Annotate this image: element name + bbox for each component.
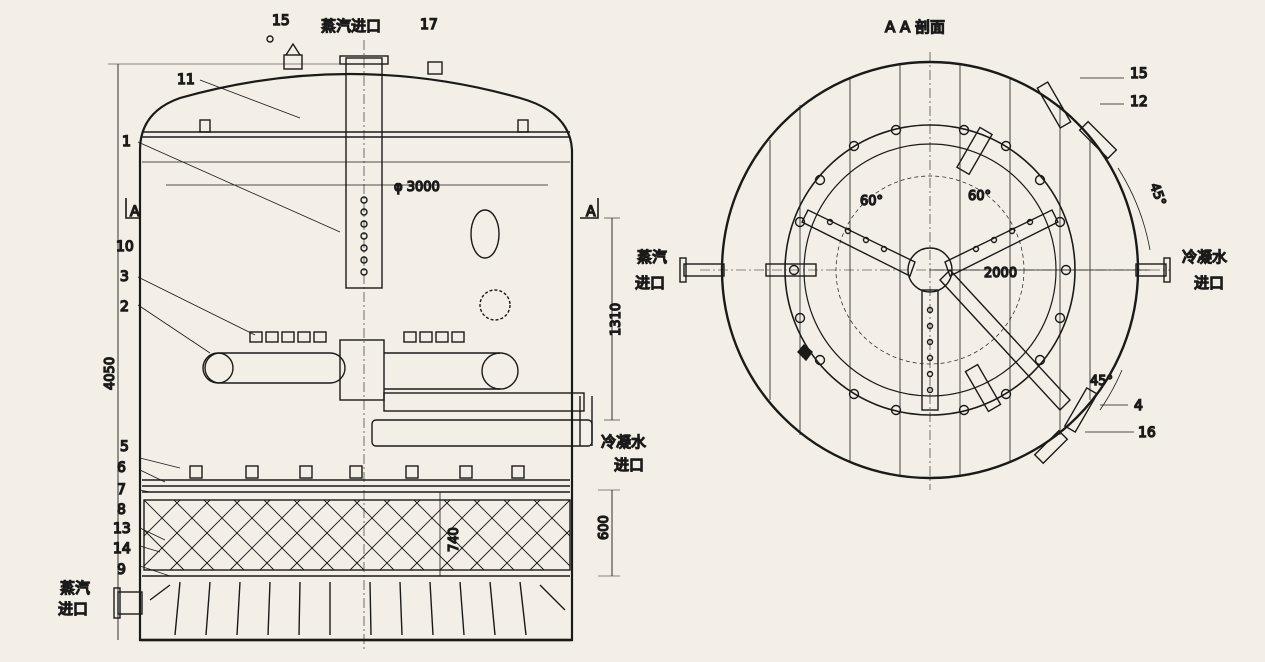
bottom-louvers	[149, 581, 566, 636]
label-14: 14	[113, 541, 131, 557]
label-8: 8	[117, 502, 126, 518]
label-5: 5	[120, 439, 129, 455]
label-9: 9	[117, 562, 126, 578]
diameter-dim: φ 3000	[394, 180, 440, 195]
packing-layer	[143, 499, 571, 571]
label-15-right: 15	[1130, 66, 1148, 82]
label-16: 16	[1138, 425, 1156, 441]
upper-nozzles	[249, 331, 465, 343]
arm-holes	[826, 218, 1034, 394]
bottom-steam-inlet-label-1: 蒸汽	[60, 579, 90, 597]
vessel-elevation	[108, 35, 620, 650]
lower-nozzles	[189, 465, 525, 479]
label-17: 17	[420, 17, 438, 33]
water-inlet-label-2: 进口	[614, 456, 644, 474]
label-12: 12	[1130, 94, 1148, 110]
section-mark-right: A	[586, 204, 596, 220]
dim-2000: 2000	[984, 266, 1017, 281]
label-11: 11	[177, 72, 195, 88]
dim-740: 740	[447, 527, 462, 552]
label-15-left: 15	[272, 13, 290, 29]
label-3: 3	[120, 269, 129, 285]
bottom-steam-inlet-label-2: 进口	[58, 600, 88, 618]
section-mark-left: A	[130, 204, 140, 220]
label-2: 2	[120, 299, 129, 315]
label-6: 6	[117, 460, 126, 476]
label-7: 7	[117, 482, 126, 498]
label-10: 10	[116, 239, 134, 255]
dim-600: 600	[597, 515, 612, 540]
water-inlet-label-1: 冷凝水	[601, 433, 646, 451]
angle-60-left: 60°	[860, 194, 883, 209]
section-plan	[679, 52, 1171, 490]
right-steam-label-1: 蒸汽	[637, 248, 667, 266]
top-steam-inlet-label: 蒸汽进口	[321, 17, 381, 35]
left-leaders	[137, 79, 341, 577]
angle-60-right: 60°	[968, 189, 991, 204]
label-4: 4	[1134, 398, 1143, 414]
right-water-label-1: 冷凝水	[1182, 248, 1227, 266]
label-1: 1	[122, 134, 131, 150]
angle-45-lower: 45°	[1090, 374, 1113, 389]
dim-1310: 1310	[609, 303, 624, 336]
height-dim: 4050	[103, 357, 118, 390]
section-title: A A 剖面	[885, 18, 945, 36]
angle-45-upper: 45°	[1146, 181, 1168, 208]
right-water-label-2: 进口	[1194, 274, 1224, 292]
ring-holes	[788, 124, 1072, 416]
right-steam-label-2: 进口	[635, 274, 665, 292]
label-13: 13	[113, 521, 131, 537]
